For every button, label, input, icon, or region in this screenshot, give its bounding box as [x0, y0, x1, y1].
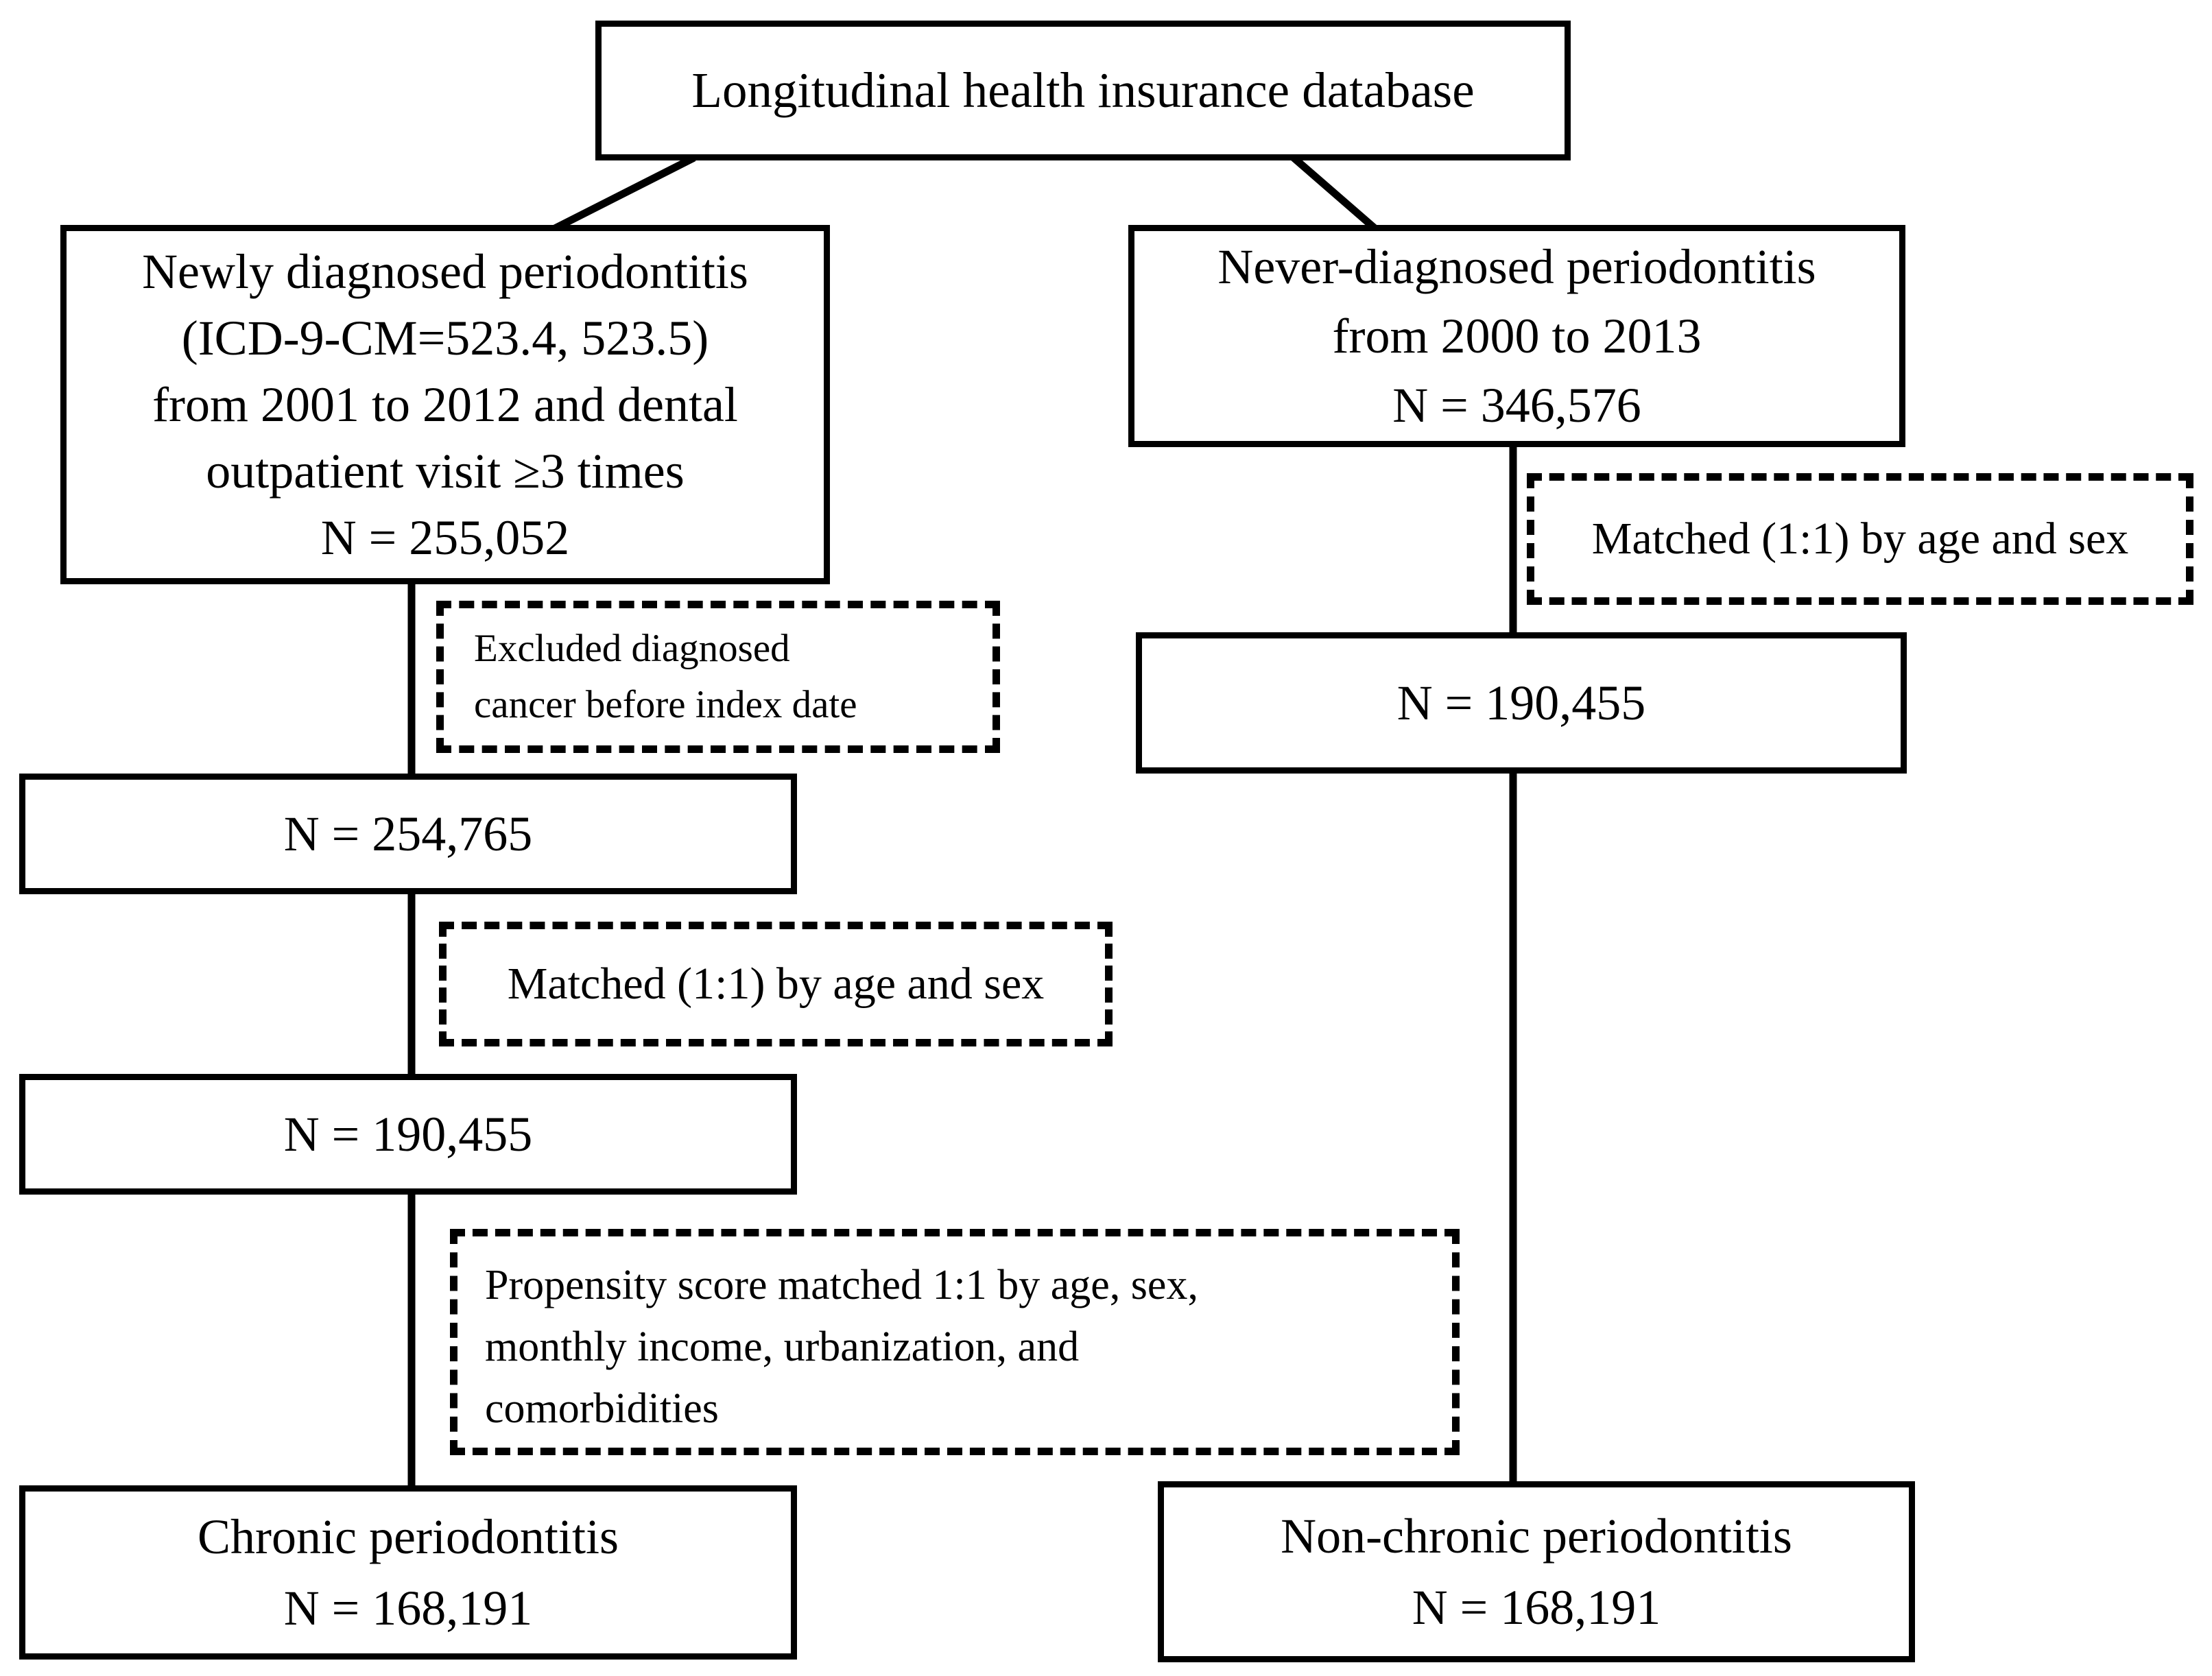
- node-nonchronic: Non-chronic periodontitis N = 168,191: [1158, 1481, 1915, 1662]
- note-propensity-line: comorbidities: [485, 1385, 719, 1432]
- note-matched-left-label: Matched (1:1) by age and sex: [507, 959, 1045, 1009]
- note-excluded-line: Excluded diagnosed: [474, 627, 790, 670]
- node-database: Longitudinal health insurance database: [595, 21, 1571, 160]
- node-chronic-count: N = 168,191: [283, 1581, 533, 1636]
- node-n-matched-left-label: N = 190,455: [283, 1106, 533, 1162]
- node-nonchronic-count: N = 168,191: [1412, 1580, 1661, 1635]
- node-n-after-exclusion: N = 254,765: [19, 774, 797, 894]
- node-database-label: Longitudinal health insurance database: [691, 62, 1475, 118]
- node-n-matched-left: N = 190,455: [19, 1074, 797, 1195]
- note-excluded: Excluded diagnosed cancer before index d…: [436, 601, 1000, 753]
- note-excluded-line: cancer before index date: [474, 683, 857, 726]
- node-never-diagnosed-line: Never-diagnosed periodontitis: [1217, 239, 1816, 294]
- node-newly-diagnosed-line: Newly diagnosed periodontitis: [142, 243, 748, 299]
- node-newly-diagnosed-line: outpatient visit ≥3 times: [206, 443, 685, 499]
- node-newly-diagnosed-count: N = 255,052: [320, 510, 570, 565]
- node-never-diagnosed-count: N = 346,576: [1392, 377, 1641, 433]
- node-nonchronic-label: Non-chronic periodontitis: [1281, 1509, 1792, 1564]
- note-propensity-line: Propensity score matched 1:1 by age, sex…: [485, 1262, 1198, 1308]
- node-newly-diagnosed-line: from 2001 to 2012 and dental: [152, 376, 738, 432]
- connector-database-to-newly: [549, 154, 696, 234]
- node-n-matched-right-label: N = 190,455: [1396, 675, 1646, 730]
- note-propensity: Propensity score matched 1:1 by age, sex…: [450, 1229, 1460, 1455]
- node-never-diagnosed: Never-diagnosed periodontitis from 2000 …: [1128, 225, 1905, 447]
- node-chronic-label: Chronic periodontitis: [198, 1509, 619, 1564]
- node-n-matched-right: N = 190,455: [1136, 632, 1907, 774]
- node-chronic: Chronic periodontitis N = 168,191: [19, 1485, 797, 1660]
- note-propensity-line: monthly income, urbanization, and: [485, 1324, 1080, 1370]
- node-newly-diagnosed: Newly diagnosed periodontitis (ICD-9-CM=…: [60, 225, 830, 584]
- node-n-after-exclusion-label: N = 254,765: [283, 806, 533, 861]
- note-matched-right: Matched (1:1) by age and sex: [1527, 473, 2193, 605]
- note-matched-right-label: Matched (1:1) by age and sex: [1591, 514, 2129, 564]
- connector-database-to-never: [1291, 154, 1380, 234]
- note-matched-left: Matched (1:1) by age and sex: [439, 922, 1113, 1046]
- node-never-diagnosed-line: from 2000 to 2013: [1332, 308, 1702, 363]
- node-newly-diagnosed-line: (ICD-9-CM=523.4, 523.5): [181, 310, 709, 366]
